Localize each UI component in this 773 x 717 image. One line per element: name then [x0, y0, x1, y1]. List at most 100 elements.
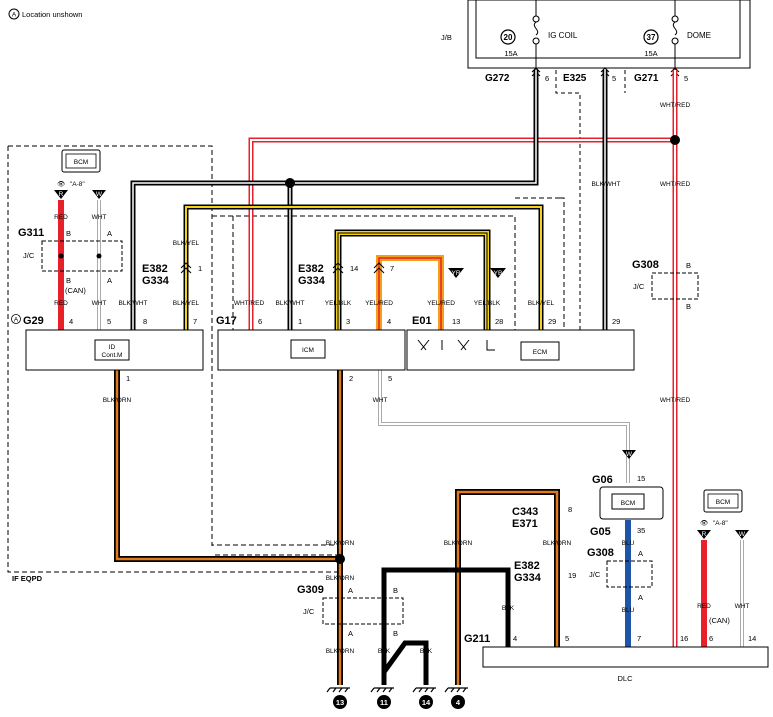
- jc-g311-label: J/C: [23, 251, 35, 260]
- connector-g334-left: G334: [142, 275, 170, 287]
- connector-g309: G309: [297, 584, 324, 596]
- wire-blk-orn-id: [114, 370, 340, 562]
- connector-e01: E01: [412, 315, 432, 327]
- label-blk-orn-g309: BLK/ORN: [326, 648, 355, 655]
- tag-w-right: W: [739, 531, 746, 538]
- ecm-module: E01 13 28 29 29 ECM YR YB: [406, 268, 635, 371]
- g309-b-top: B: [393, 586, 398, 595]
- bcm-right: BCM 👁 "A-8" R W (CAN): [697, 489, 749, 625]
- connector-c343: C343: [512, 506, 538, 518]
- jc-g308-bottom-label: J/C: [589, 570, 601, 579]
- tag-w-left-text: W: [96, 191, 103, 198]
- label-wht-red-icm: WHT/RED: [234, 300, 265, 307]
- connector-g29: G29: [23, 315, 44, 327]
- g308-top-b1: B: [686, 261, 691, 270]
- jc-g309: G309 A B J/C A B: [297, 584, 404, 638]
- e325-pin-5: 5: [612, 74, 616, 83]
- eye-icon-left: 👁: [57, 180, 66, 188]
- g05-pin-35: 35: [637, 526, 645, 535]
- bcm-right-label: BCM: [716, 499, 730, 506]
- jb-label: J/B: [441, 33, 452, 42]
- label-yel-red-icm: YEL/RED: [365, 300, 393, 307]
- e01-pin-28: 28: [495, 317, 503, 326]
- tag-yb: YB: [494, 270, 503, 277]
- connector-g05: G05: [590, 526, 611, 538]
- bcm-left-ref: "A-8": [70, 181, 85, 188]
- g17-pin-4: 4: [387, 317, 391, 326]
- label-red-dlc: RED: [697, 603, 711, 610]
- splice-blk-orn: [335, 554, 345, 564]
- label-blu-2: BLU: [622, 607, 635, 614]
- dlc-pin-7: 7: [637, 634, 641, 643]
- label-blk-wht-id: BLK/WHT: [119, 300, 148, 307]
- g311-contact-a-top: A: [107, 229, 112, 238]
- jc-g308-top-label: J/C: [633, 282, 645, 291]
- label-blk-wht-icm: BLK/WHT: [276, 300, 305, 307]
- junction-block: J/B 20 15A IG COIL 37 15A DOME: [441, 0, 751, 70]
- label-blk-orn-dlc: BLK/ORN: [543, 540, 572, 547]
- if-eqpd-label: IF EQPD: [12, 574, 43, 583]
- connector-g272: G272: [485, 73, 510, 84]
- g29-pin-4: 4: [69, 317, 73, 326]
- ground-11-label: 11: [380, 698, 388, 707]
- dlc-pin-16: 16: [680, 634, 688, 643]
- connector-g271: G271: [634, 73, 659, 84]
- location-unshown-mark: [8, 8, 20, 20]
- g311-contact-a-bot: A: [107, 276, 112, 285]
- ground-11: 11: [370, 687, 394, 709]
- tag-r-left-text: R: [59, 191, 64, 198]
- connector-e325: E325: [563, 73, 587, 84]
- connector-g17: G17: [216, 315, 237, 327]
- dlc-pin-14: 14: [748, 634, 756, 643]
- label-blk-orn-id: BLK/ORN: [103, 397, 132, 404]
- e01-pin-29b: 29: [612, 317, 620, 326]
- location-unshown-symbol: A: [12, 12, 17, 19]
- location-unshown-note: Location unshown: [22, 10, 82, 19]
- connector-g308-top: G308: [632, 259, 659, 271]
- fuse-20-symbol: [532, 0, 540, 70]
- grounds: 13 11 14 4: [326, 687, 468, 709]
- g311-contact-b-bot: B: [66, 276, 71, 285]
- label-blk-orn-splice: BLK/ORN: [326, 575, 355, 582]
- tag-r-right: R: [702, 531, 707, 538]
- icm-pin-2: 2: [349, 374, 353, 383]
- label-blu-1: BLU: [622, 540, 635, 547]
- fuse-20-number: 20: [504, 33, 513, 42]
- ground-4-label: 4: [456, 698, 461, 707]
- icm-module: G17 6 1 3 4 ICM 2 5: [216, 315, 406, 383]
- dlc-pin-4: 4: [513, 634, 517, 643]
- dlc-pin-5: 5: [565, 634, 569, 643]
- label-wht-red-1: WHT/RED: [660, 102, 691, 109]
- ground-14: 14: [412, 687, 436, 709]
- label-blk-dlc: BLK: [502, 605, 515, 612]
- icm-label: ICM: [302, 347, 314, 354]
- jc-g309-label: J/C: [303, 607, 315, 616]
- dlc-label: DLC: [617, 674, 633, 683]
- g17-pin-3: 3: [346, 317, 350, 326]
- ground-14-label: 14: [422, 698, 431, 707]
- label-blk-yel-2: BLK/YEL: [173, 300, 200, 307]
- id-label-1: ID: [109, 344, 116, 351]
- label-blk-g309: BLK: [378, 648, 391, 655]
- ground-13-label: 13: [336, 698, 344, 707]
- label-red-2: RED: [54, 300, 68, 307]
- label-yel-blk-icm: YEL/BLK: [325, 300, 352, 307]
- e382-mid-pin-14: 14: [350, 264, 358, 273]
- icm-pin-5: 5: [388, 374, 392, 383]
- splice-blk-wht: [285, 178, 295, 188]
- id-controller: A G29 4 5 8 7 ID Cont.M 1: [11, 314, 204, 383]
- ground-13: 13: [326, 687, 350, 709]
- connector-e382-left: E382: [142, 263, 168, 275]
- jc-g308-bottom: G308 J/C A A: [587, 547, 653, 602]
- dlc-pin-6: 6: [709, 634, 713, 643]
- label-blk-ground14: BLK: [420, 648, 433, 655]
- g309-b-bot: B: [393, 629, 398, 638]
- g308-top-b2: B: [686, 302, 691, 311]
- label-yel-red-ecm: YEL/RED: [427, 300, 455, 307]
- g308-bottom-a1: A: [638, 549, 643, 558]
- splice-wht-red: [670, 135, 680, 145]
- fuse-37-number: 37: [647, 33, 656, 42]
- connector-g311: G311: [18, 227, 44, 239]
- connector-g06: G06: [592, 474, 613, 486]
